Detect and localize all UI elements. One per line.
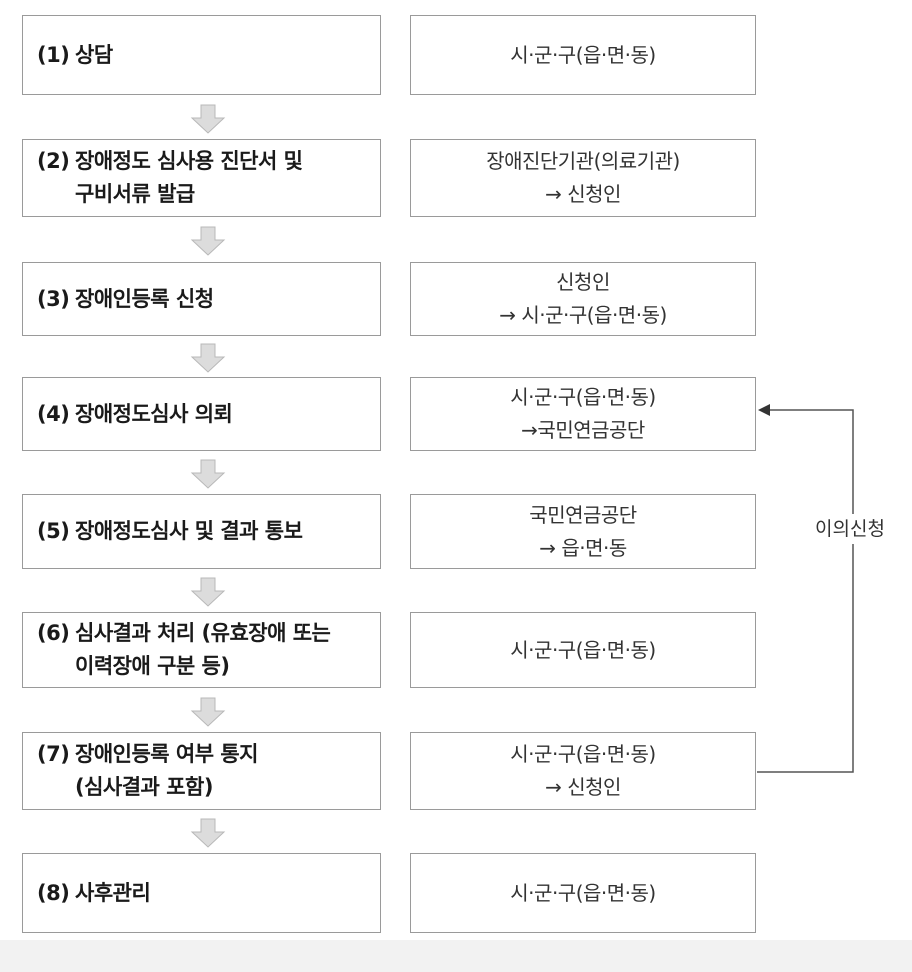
step-box-7: (7)장애인등록 여부 통지 (심사결과 포함): [22, 732, 381, 810]
step-box-3: (3)장애인등록 신청: [22, 262, 381, 336]
actor-label-line2: → 신청인: [545, 182, 621, 206]
arrowhead-left-icon: [758, 404, 770, 416]
step-label: 상담: [75, 42, 113, 67]
actor-box-1: 시·군·구(읍·면·동): [410, 15, 756, 95]
actor-label-line2: → 시·군·구(읍·면·동): [499, 303, 667, 327]
actor-label: 장애진단기관(의료기관): [486, 149, 680, 173]
actor-label: 시·군·구(읍·면·동): [510, 385, 656, 409]
actor-label: 국민연금공단: [529, 502, 637, 527]
actor-label: 시·군·구(읍·면·동): [510, 742, 656, 766]
step-label-line2: 구비서류 발급: [75, 182, 195, 206]
step-label-line2: (심사결과 포함): [75, 775, 213, 799]
down-arrow-icon: [190, 697, 226, 727]
actor-label: 시·군·구(읍·면·동): [510, 637, 656, 662]
down-arrow-icon: [190, 226, 226, 256]
actor-label: 시·군·구(읍·면·동): [510, 880, 656, 905]
step-number: (4): [37, 401, 70, 426]
step-label: 장애정도 심사용 진단서 및: [75, 149, 303, 173]
actor-box-8: 시·군·구(읍·면·동): [410, 853, 756, 933]
actor-box-2: 장애진단기관(의료기관) → 신청인: [410, 139, 756, 217]
step-box-1: (1)상담: [22, 15, 381, 95]
down-arrow-icon: [190, 459, 226, 489]
step-number: (1): [37, 42, 70, 67]
step-box-8: (8)사후관리: [22, 853, 381, 933]
step-label: 사후관리: [75, 880, 151, 905]
actor-label-line2: → 신청인: [545, 775, 621, 799]
step-label: 심사결과 처리 (유효장애 또는: [75, 621, 331, 645]
down-arrow-icon: [190, 104, 226, 134]
actor-label-line2: →국민연금공단: [521, 418, 645, 442]
down-arrow-icon: [190, 818, 226, 848]
step-label: 장애정도심사 의뢰: [75, 401, 233, 426]
step-label-line2: 이력장애 구분 등): [75, 654, 230, 678]
step-label: 장애인등록 신청: [75, 286, 214, 311]
actor-box-4: 시·군·구(읍·면·동) →국민연금공단: [410, 377, 756, 451]
step-label: 장애정도심사 및 결과 통보: [75, 519, 303, 543]
actor-box-6: 시·군·구(읍·면·동): [410, 612, 756, 688]
step-number: (7): [37, 742, 70, 766]
step-number: (8): [37, 880, 70, 905]
actor-label: 시·군·구(읍·면·동): [510, 42, 656, 67]
step-box-4: (4)장애정도심사 의뢰: [22, 377, 381, 451]
actor-box-7: 시·군·구(읍·면·동) → 신청인: [410, 732, 756, 810]
actor-box-3: 신청인 → 시·군·구(읍·면·동): [410, 262, 756, 336]
step-number: (6): [37, 621, 70, 645]
actor-label-line2: → 읍·면·동: [539, 535, 627, 560]
feedback-label: 이의신청: [800, 514, 900, 544]
bottom-strip: [0, 940, 912, 972]
step-number: (2): [37, 149, 70, 173]
down-arrow-icon: [190, 577, 226, 607]
step-number: (3): [37, 286, 70, 311]
down-arrow-icon: [190, 343, 226, 373]
step-label: 장애인등록 여부 통지: [75, 742, 259, 766]
actor-label: 신청인: [556, 270, 610, 294]
step-box-5: (5)장애정도심사 및 결과 통보: [22, 494, 381, 569]
actor-box-5: 국민연금공단 → 읍·면·동: [410, 494, 756, 569]
step-number: (5): [37, 519, 70, 543]
